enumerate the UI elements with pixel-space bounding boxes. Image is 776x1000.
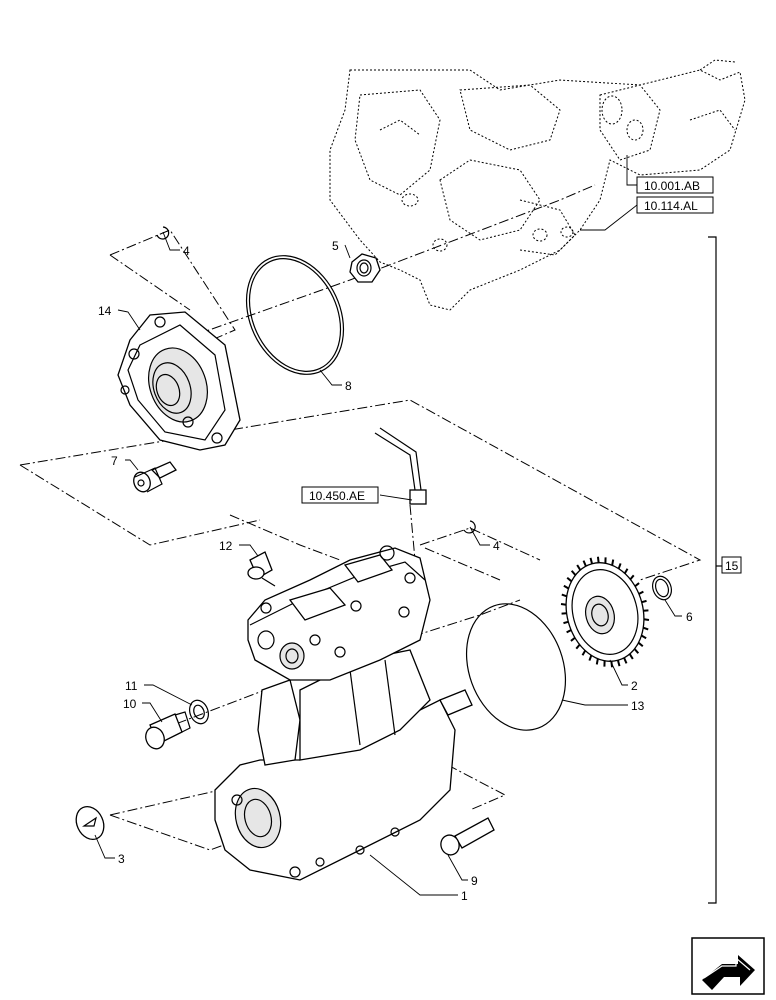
o-ring-13 — [465, 603, 567, 731]
gear-tooth — [623, 568, 629, 574]
compressor-1 — [214, 545, 473, 881]
callout-13: 13 — [631, 699, 645, 713]
gear-tooth — [566, 629, 572, 634]
gear-tooth — [628, 653, 634, 660]
reference-10-450-ae[interactable]: 10.450.AE — [301, 486, 379, 504]
callout-1: 1 — [461, 889, 468, 903]
gear-tooth — [633, 648, 640, 654]
reference-label-10-450-ae: 10.450.AE — [309, 489, 365, 503]
reference-label-10-001-ab: 10.001.AB — [644, 179, 700, 193]
leader-lines — [94, 155, 682, 896]
gear-tooth — [611, 559, 615, 566]
callout-6: 6 — [686, 610, 693, 624]
callout-11: 11 — [125, 679, 138, 693]
gear-tooth — [560, 602, 567, 606]
reference-label-10-114-al: 10.114.AL — [644, 199, 698, 213]
gear-tooth — [570, 570, 577, 576]
cover-plate-3 — [75, 805, 105, 841]
assembly-reference-label: 15 — [725, 559, 739, 573]
fitting-10 — [145, 711, 191, 750]
gear-tooth — [596, 556, 600, 563]
drive-gear-2 — [560, 556, 650, 668]
gear-tooth — [640, 634, 647, 640]
callout-4-top: 4 — [183, 244, 190, 258]
assembly-reference-15[interactable]: 15 — [721, 556, 742, 574]
gear-tooth — [623, 657, 628, 664]
circlip-4-top — [156, 226, 170, 240]
callout-8: 8 — [345, 379, 352, 393]
bolt-7 — [133, 461, 177, 493]
reference-10-001-ab[interactable]: 10.001.AB — [636, 176, 714, 194]
callout-3: 3 — [118, 852, 125, 866]
bolt-9 — [440, 817, 495, 856]
gear-tooth — [589, 557, 594, 564]
gear-tooth — [570, 636, 576, 642]
gear-tooth — [561, 593, 568, 598]
assembly-bracket — [708, 236, 722, 904]
gear-tooth — [582, 560, 587, 567]
gear-tooth — [638, 590, 644, 595]
gear-tooth — [575, 644, 581, 650]
callout-14: 14 — [98, 304, 112, 318]
gear-tooth — [617, 563, 622, 570]
gear-tooth — [566, 576, 573, 583]
gear-tooth — [641, 599, 647, 604]
circlip-4-mid — [463, 520, 476, 534]
gear-tooth — [643, 618, 650, 622]
retaining-ring-6 — [651, 575, 673, 601]
engine-block-reference — [329, 59, 746, 311]
gear-tooth — [634, 582, 640, 588]
reference-10-114-al[interactable]: 10.114.AL — [636, 196, 714, 214]
callout-7: 7 — [111, 454, 118, 468]
gear-tooth — [563, 584, 570, 590]
gear-tooth — [637, 641, 644, 648]
callout-12: 12 — [219, 539, 233, 553]
sensor-12 — [247, 551, 276, 587]
gear-tooth — [616, 660, 621, 667]
gear-tooth — [595, 658, 599, 665]
callout-4-mid: 4 — [493, 539, 500, 553]
pipe-reference — [374, 427, 427, 505]
gear-tooth — [576, 564, 582, 571]
nut-5 — [349, 253, 381, 283]
flange-cover-14 — [117, 311, 241, 451]
gear-tooth — [642, 626, 649, 631]
gear-tooth — [563, 620, 569, 625]
gear-tooth — [629, 574, 635, 580]
o-ring-8 — [245, 255, 345, 375]
callout-2: 2 — [631, 679, 638, 693]
callout-labels: 4 5 8 14 7 12 4 11 10 3 9 1 2 13 6 — [98, 239, 693, 903]
washer-11 — [188, 699, 210, 725]
gear-tooth — [588, 654, 593, 661]
callout-5: 5 — [332, 239, 339, 253]
callout-9: 9 — [471, 874, 478, 888]
callout-10: 10 — [123, 697, 137, 711]
next-page-arrow-icon[interactable] — [691, 937, 765, 995]
gear-tooth — [581, 650, 587, 656]
